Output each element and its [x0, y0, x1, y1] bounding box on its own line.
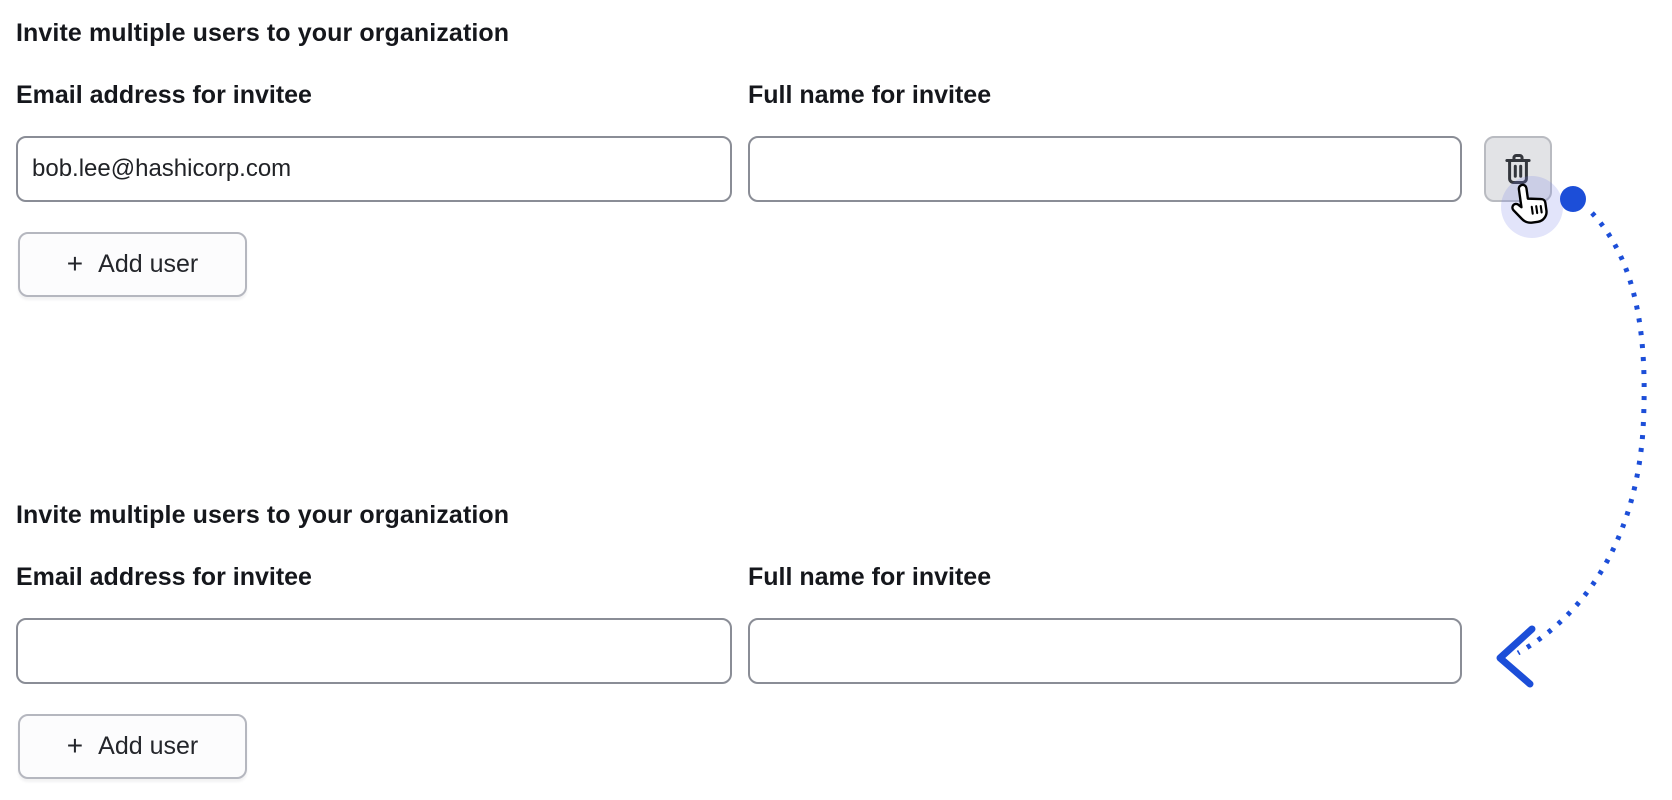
fullname-input[interactable] — [748, 618, 1462, 684]
form-heading: Invite multiple users to your organizati… — [16, 501, 510, 529]
invite-form-before: Invite multiple users to your organizati… — [0, 0, 1672, 318]
add-user-label: Add user — [98, 250, 199, 278]
add-user-button[interactable]: + Add user — [18, 232, 247, 297]
trash-icon — [1500, 150, 1536, 188]
add-user-button[interactable]: + Add user — [18, 714, 247, 779]
fullname-label: Full name for invitee — [748, 81, 992, 109]
email-label: Email address for invitee — [16, 563, 312, 591]
plus-icon: + — [66, 729, 84, 761]
email-input[interactable] — [16, 618, 732, 684]
email-label: Email address for invitee — [16, 81, 312, 109]
delete-row-button[interactable] — [1484, 136, 1552, 202]
fullname-input[interactable] — [748, 136, 1462, 202]
email-input[interactable] — [16, 136, 732, 202]
plus-icon: + — [66, 247, 84, 279]
invite-form-after: Invite multiple users to your organizati… — [0, 482, 1672, 800]
add-user-label: Add user — [98, 732, 199, 760]
fullname-label: Full name for invitee — [748, 563, 992, 591]
form-heading: Invite multiple users to your organizati… — [16, 19, 510, 47]
